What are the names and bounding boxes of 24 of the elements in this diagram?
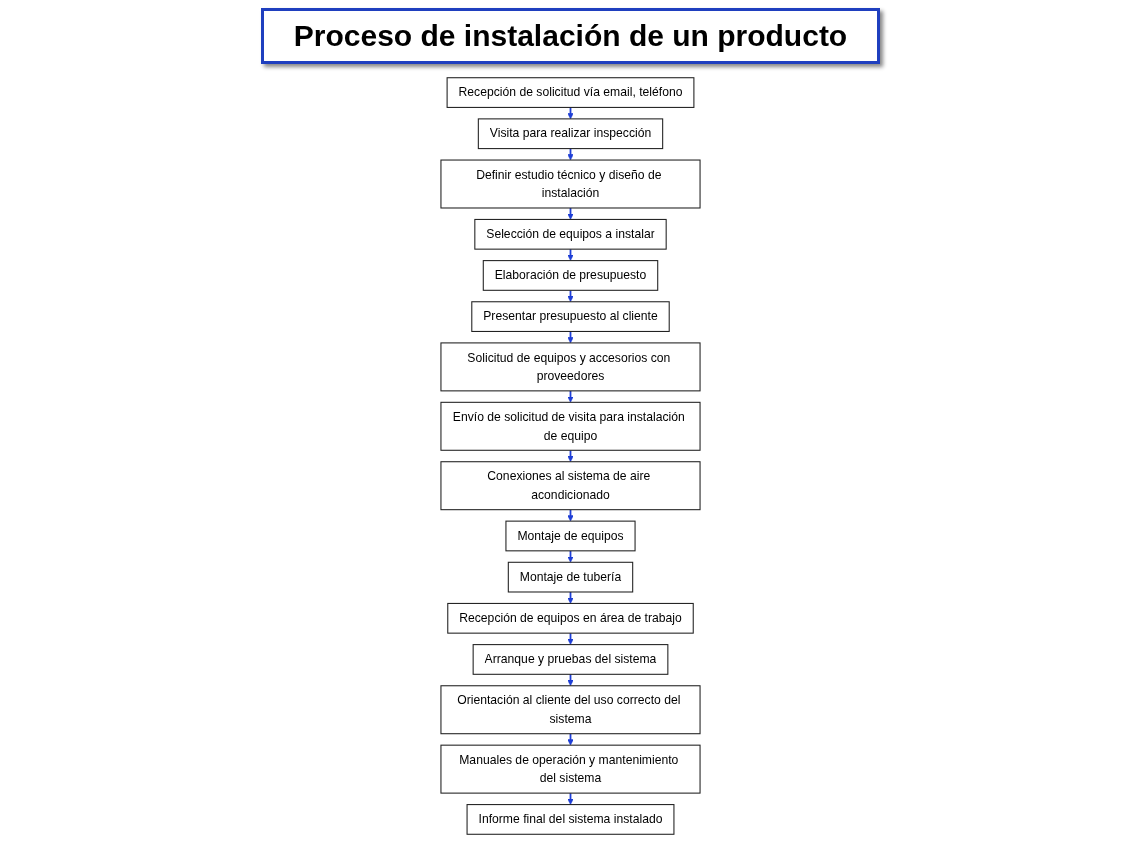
node-box: Definir estudio técnico y diseño de instalación	[440, 159, 701, 209]
arrow	[567, 549, 574, 563]
arrow	[567, 248, 574, 261]
arrow	[567, 632, 574, 645]
node-box: Recepción de equipos en área de trabajo	[447, 602, 694, 634]
arrow	[567, 289, 574, 303]
node-box: Informe final del sistema instalado	[466, 804, 675, 835]
arrow	[567, 207, 574, 220]
node-box: Conexiones al sistema de aire acondicionado	[440, 461, 701, 511]
arrow	[567, 389, 574, 403]
node-box: Montaje de equipos	[505, 520, 636, 552]
title: Proceso de instalación de un producto	[260, 8, 881, 64]
node-box: Solicitud de equipos y accesorios con proveedores	[440, 342, 701, 392]
arrow	[567, 792, 574, 805]
node-box: Montaje de tubería	[507, 561, 634, 593]
node-box: Orientación al cliente del uso correcto del sistema	[440, 685, 701, 735]
node-box: Envío de solicitud de visita para instalación de equipo	[440, 401, 701, 451]
node-box: Visita para realizar inspección	[477, 118, 664, 150]
node-box: Presentar presupuesto al cliente	[471, 301, 670, 332]
node-box: Recepción de solicitud vía email, teléfono	[446, 77, 695, 108]
node-box: Selección de equipos a instalar	[474, 218, 667, 250]
node-box: Arranque y pruebas del sistema	[472, 644, 669, 675]
node-box: Elaboración de presupuesto	[482, 260, 659, 291]
node-box: Manuales de operación y mantenimiento del sistema	[440, 744, 701, 794]
